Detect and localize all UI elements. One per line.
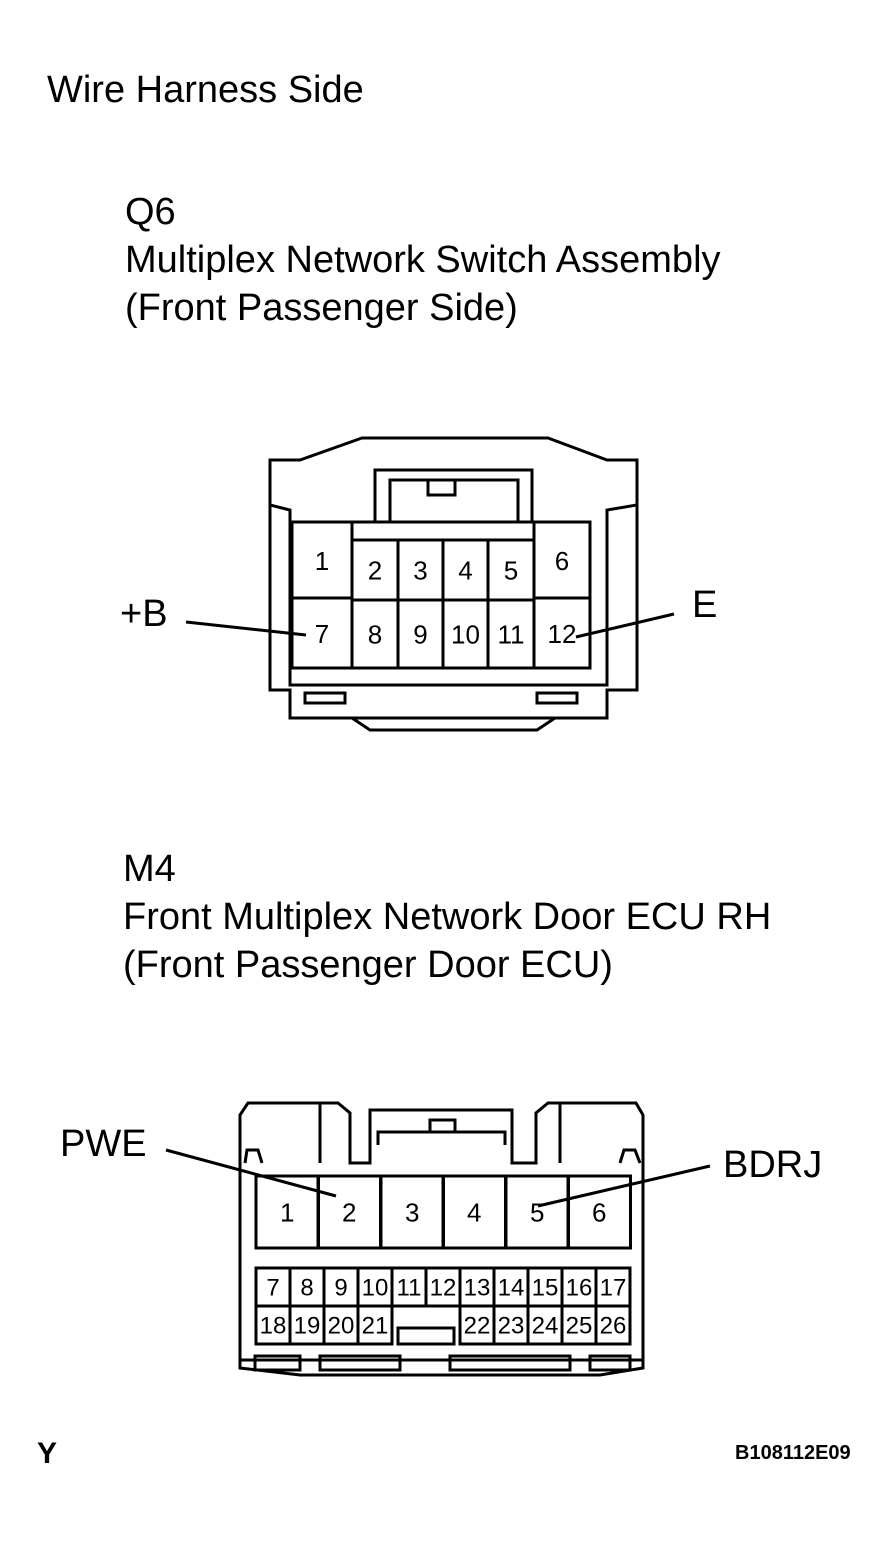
pin-number-9: 9 <box>413 619 427 649</box>
q6-connector-housing <box>268 436 639 732</box>
pin-number-4: 4 <box>458 555 472 585</box>
pin-number-6: 6 <box>555 546 569 576</box>
pin-number-11: 11 <box>498 619 525 649</box>
m4-callout-pwe-leader <box>165 1148 337 1198</box>
pin-number-18: 18 <box>260 1313 287 1340</box>
m4-component-name: Front Multiplex Network Door ECU RH <box>123 896 772 938</box>
q6-connector-code: Q6 <box>125 191 176 233</box>
q6-pin-panel <box>290 520 592 670</box>
pin-number-12: 12 <box>548 619 577 649</box>
m4-connector-housing <box>238 1101 645 1377</box>
pin-number-23: 23 <box>498 1313 525 1340</box>
pin-number-7: 7 <box>266 1275 279 1302</box>
q6-callout-plus-b: +B <box>120 593 168 635</box>
pin-number-16: 16 <box>566 1275 593 1302</box>
corner-mark: Y <box>37 1437 58 1470</box>
pin-number-7: 7 <box>315 619 329 649</box>
pin-number-14: 14 <box>498 1275 525 1302</box>
q6-caption: Q6 Multiplex Network Switch Assembly (Fr… <box>125 188 721 332</box>
page-title: Wire Harness Side <box>47 69 364 111</box>
pin-number-1: 1 <box>315 546 329 576</box>
m4-key-slot <box>396 1326 456 1346</box>
pin-number-10: 10 <box>451 619 480 649</box>
pin-number-19: 19 <box>294 1313 321 1340</box>
m4-component-subtitle: (Front Passenger Door ECU) <box>123 944 613 986</box>
pin-number-15: 15 <box>532 1275 559 1302</box>
pin-cell-21 <box>356 1304 394 1346</box>
pin-number-2: 2 <box>368 555 382 585</box>
pin-number-11: 11 <box>397 1275 422 1302</box>
pin-number-24: 24 <box>532 1313 559 1340</box>
pin-number-6: 6 <box>592 1197 606 1227</box>
pin-number-13: 13 <box>464 1275 491 1302</box>
m4-callout-pwe: PWE <box>60 1123 147 1165</box>
pin-number-21: 21 <box>362 1313 389 1340</box>
pin-number-5: 5 <box>504 555 518 585</box>
pin-number-12: 12 <box>430 1275 457 1302</box>
m4-connector-code: M4 <box>123 848 176 890</box>
q6-component-subtitle: (Front Passenger Side) <box>125 287 518 329</box>
q6-callout-plus-b-leader <box>185 620 307 637</box>
pin-number-17: 17 <box>600 1275 627 1302</box>
pin-number-25: 25 <box>566 1313 593 1340</box>
pin-number-3: 3 <box>413 555 427 585</box>
m4-callout-bdrj-leader <box>537 1164 711 1208</box>
pin-number-26: 26 <box>600 1313 627 1340</box>
pin-number-3: 3 <box>405 1197 419 1227</box>
pin-number-8: 8 <box>368 619 382 649</box>
m4-callout-bdrj: BDRJ <box>723 1144 822 1186</box>
pin-number-4: 4 <box>467 1197 481 1227</box>
pin-number-2: 2 <box>342 1197 356 1227</box>
m4-caption: M4 Front Multiplex Network Door ECU RH (… <box>123 845 771 989</box>
pin-number-5: 5 <box>530 1197 544 1227</box>
q6-component-name: Multiplex Network Switch Assembly <box>125 239 721 281</box>
q6-callout-e: E <box>692 584 717 626</box>
q6-callout-e-leader <box>575 612 675 639</box>
pin-number-22: 22 <box>464 1313 491 1340</box>
pin-cell-26 <box>594 1304 632 1346</box>
pin-number-10: 10 <box>362 1275 389 1302</box>
figure-code: B108112E09 <box>735 1442 851 1464</box>
pin-number-9: 9 <box>334 1275 347 1302</box>
pin-number-8: 8 <box>300 1275 313 1302</box>
pin-number-20: 20 <box>328 1313 355 1340</box>
pin-number-1: 1 <box>280 1197 294 1227</box>
pin-cell-6 <box>566 1174 632 1250</box>
